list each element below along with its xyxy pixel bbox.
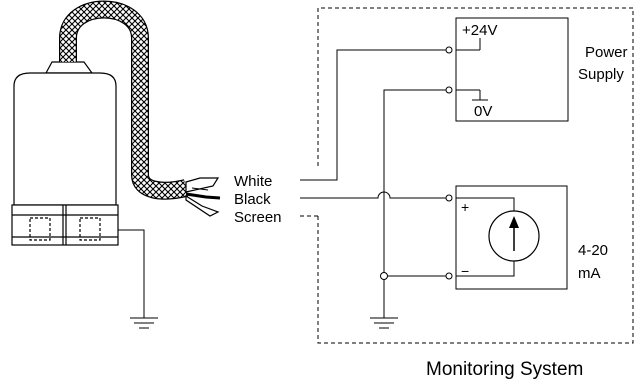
ground-icon (370, 317, 398, 329)
white-wire-label: White (234, 173, 272, 190)
power-supply-title-line2: Supply (578, 66, 624, 83)
monitoring-system-boundary (317, 7, 634, 344)
braided-cable-icon (59, 0, 189, 200)
wiring (300, 49, 446, 318)
junction-dot (380, 272, 388, 280)
meter-wiring (456, 197, 515, 277)
sensor-body-icon (11, 61, 119, 246)
screen-wire-label: Screen (234, 209, 282, 226)
meter-minus-sign: − (461, 263, 469, 279)
meter-plus-sign: + (461, 199, 469, 215)
power-supply-title-line1: Power (585, 44, 628, 61)
meter-box (455, 185, 568, 290)
ammeter-icon (488, 210, 540, 262)
ground-icon (130, 317, 158, 329)
meter-label-line1: 4-20 (578, 242, 608, 259)
power-supply-symbols (456, 38, 488, 101)
black-wire-label: Black (234, 191, 271, 208)
zero-v-label: 0V (474, 103, 492, 120)
meter-label-line2: mA (578, 265, 601, 282)
power-supply-box (455, 17, 569, 122)
terminals (445, 46, 453, 280)
cable-conductors (185, 177, 221, 217)
sensor-ground (118, 229, 145, 318)
plus-24v-label: +24V (462, 22, 497, 39)
monitoring-system-label: Monitoring System (426, 359, 583, 380)
